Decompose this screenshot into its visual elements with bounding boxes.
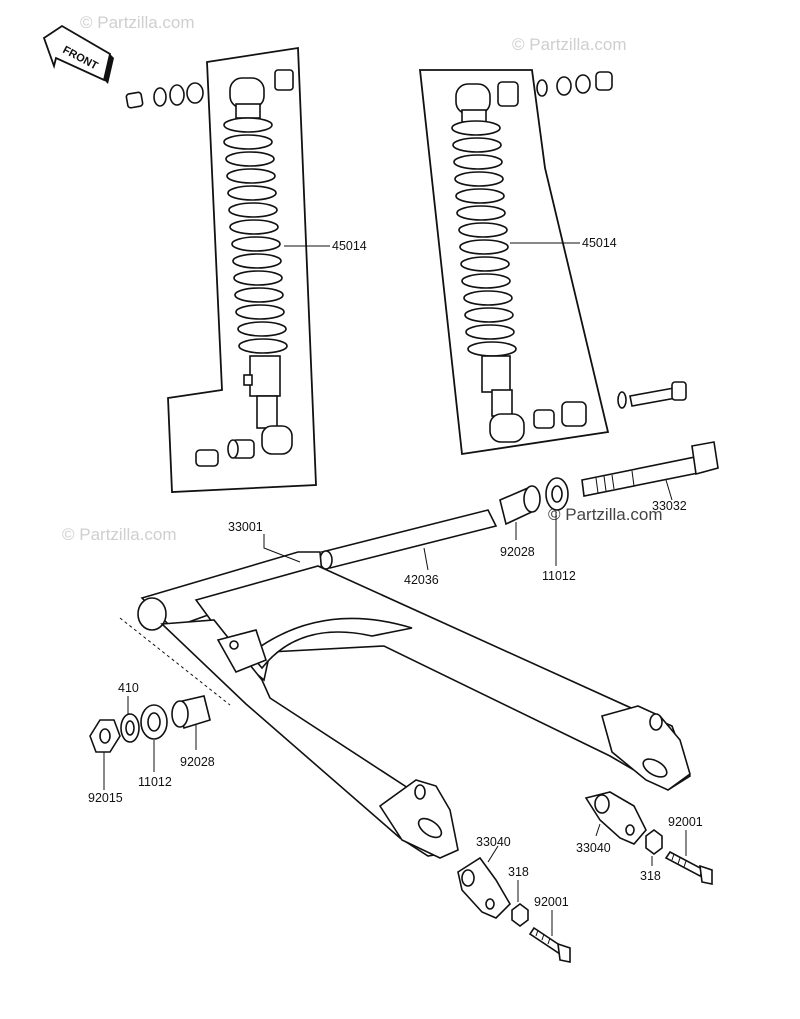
pivot-washer-right: 11012: [542, 477, 576, 583]
part-number-label: 11012: [542, 569, 576, 583]
part-number-label: 92001: [668, 815, 703, 829]
part-number-label: 318: [640, 869, 661, 883]
pivot-sleeve: 42036: [319, 509, 498, 587]
part-number-label: 33040: [476, 835, 511, 849]
shock-absorber-left: 45014: [125, 46, 367, 493]
part-number-label: 318: [508, 865, 529, 879]
nut-318-left: 318: [508, 865, 529, 927]
watermark-text: © Partzilla.com: [548, 505, 663, 524]
nut-318-right: 318: [640, 829, 663, 883]
bolt-left: 92001: [528, 895, 571, 963]
watermarks: © Partzilla.com © Partzilla.com © Partzi…: [62, 13, 663, 544]
front-arrow-icon: FRONT: [42, 24, 114, 84]
part-number-label: 11012: [138, 775, 172, 789]
part-number-label: 410: [118, 681, 139, 695]
pivot-bush-left: 92028: [171, 695, 215, 769]
part-number-label: 33040: [576, 841, 611, 855]
shock-absorber-right: 45014: [418, 69, 687, 456]
chain-adjuster-left: 33040: [457, 835, 512, 919]
part-number-label: 92028: [500, 545, 535, 559]
part-number-label: 45014: [332, 239, 367, 253]
bolt-right: 92001: [664, 815, 713, 885]
watermark-text: © Partzilla.com: [512, 35, 627, 54]
part-number-label: 45014: [582, 236, 617, 250]
part-number-label: 33032: [652, 499, 687, 513]
swingarm: 33001: [119, 520, 691, 859]
part-number-label: 42036: [404, 573, 439, 587]
pivot-bush-right: 92028: [499, 485, 541, 559]
pivot-washer-left: 11012: [138, 704, 172, 789]
chain-adjuster-right: 33040: [576, 791, 647, 855]
part-number-label: 92001: [534, 895, 569, 909]
part-number-label: 92015: [88, 791, 123, 805]
pivot-shaft: 33032: [581, 441, 719, 513]
spring-left-icon: [223, 117, 288, 354]
pivot-nut-left: 92015: [88, 719, 123, 805]
pivot-washer-410: 410: [118, 681, 140, 743]
watermark-text: © Partzilla.com: [62, 525, 177, 544]
part-number-label: 33001: [228, 520, 263, 534]
watermark-text: © Partzilla.com: [80, 13, 195, 32]
spring-right-icon: [451, 120, 517, 357]
part-number-label: 92028: [180, 755, 215, 769]
